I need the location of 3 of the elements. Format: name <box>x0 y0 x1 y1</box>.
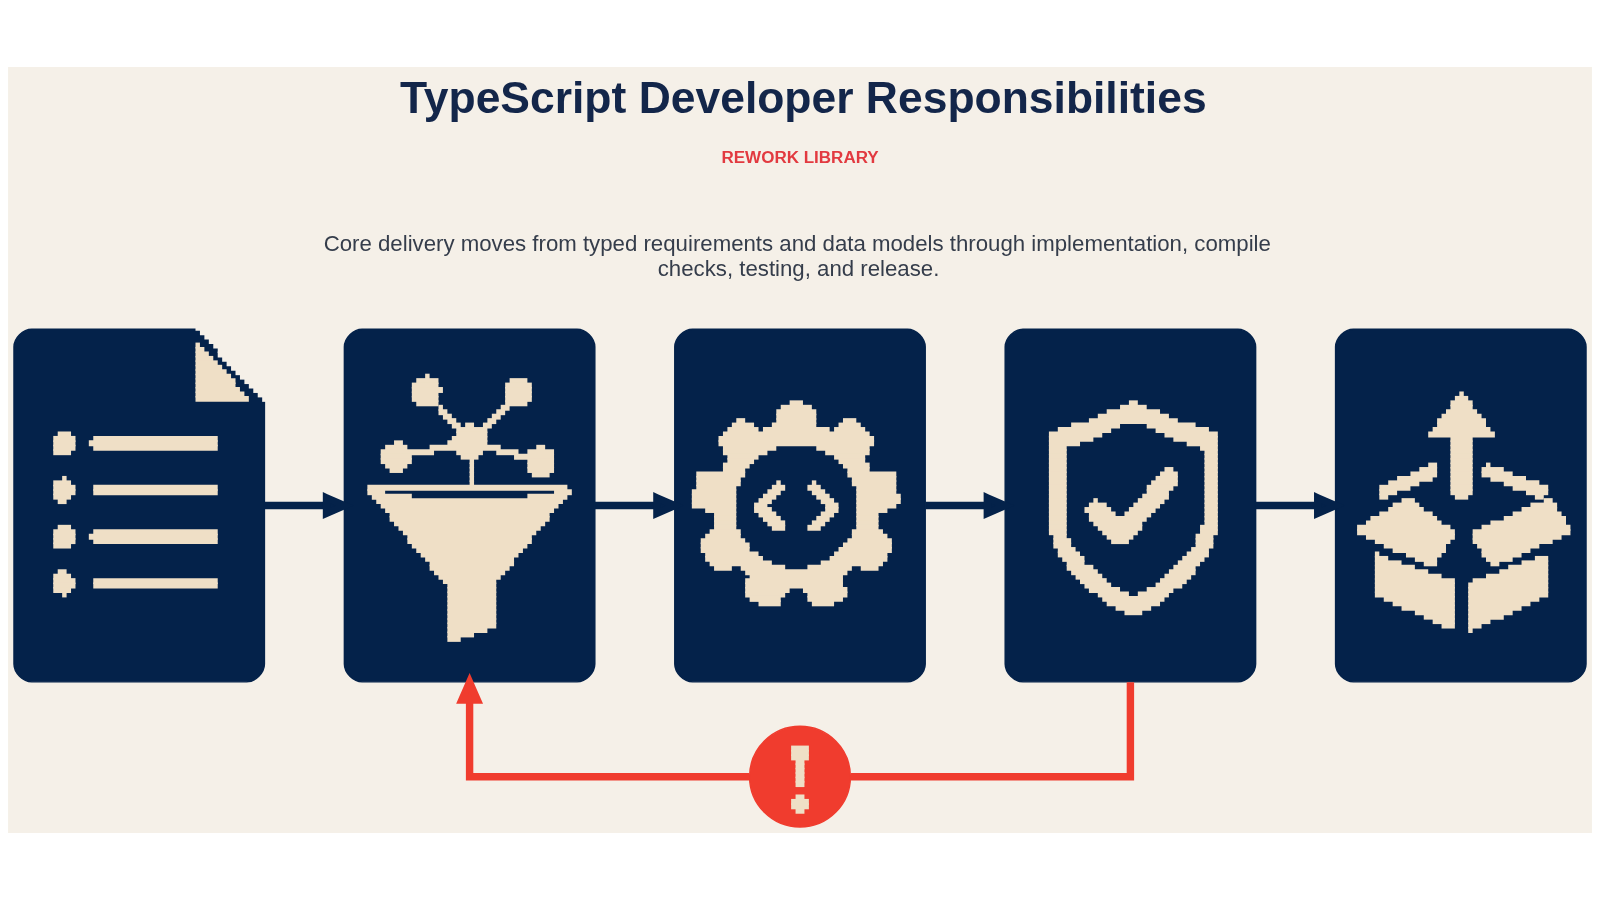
diagram-title: TypeScript Developer Responsibilities <box>399 72 1207 122</box>
label: REWORK LIBRARY <box>721 147 879 167</box>
label: Core delivery moves from typed requirements and data models through implementation, compile checks, testing, and release. <box>323 230 1271 281</box>
